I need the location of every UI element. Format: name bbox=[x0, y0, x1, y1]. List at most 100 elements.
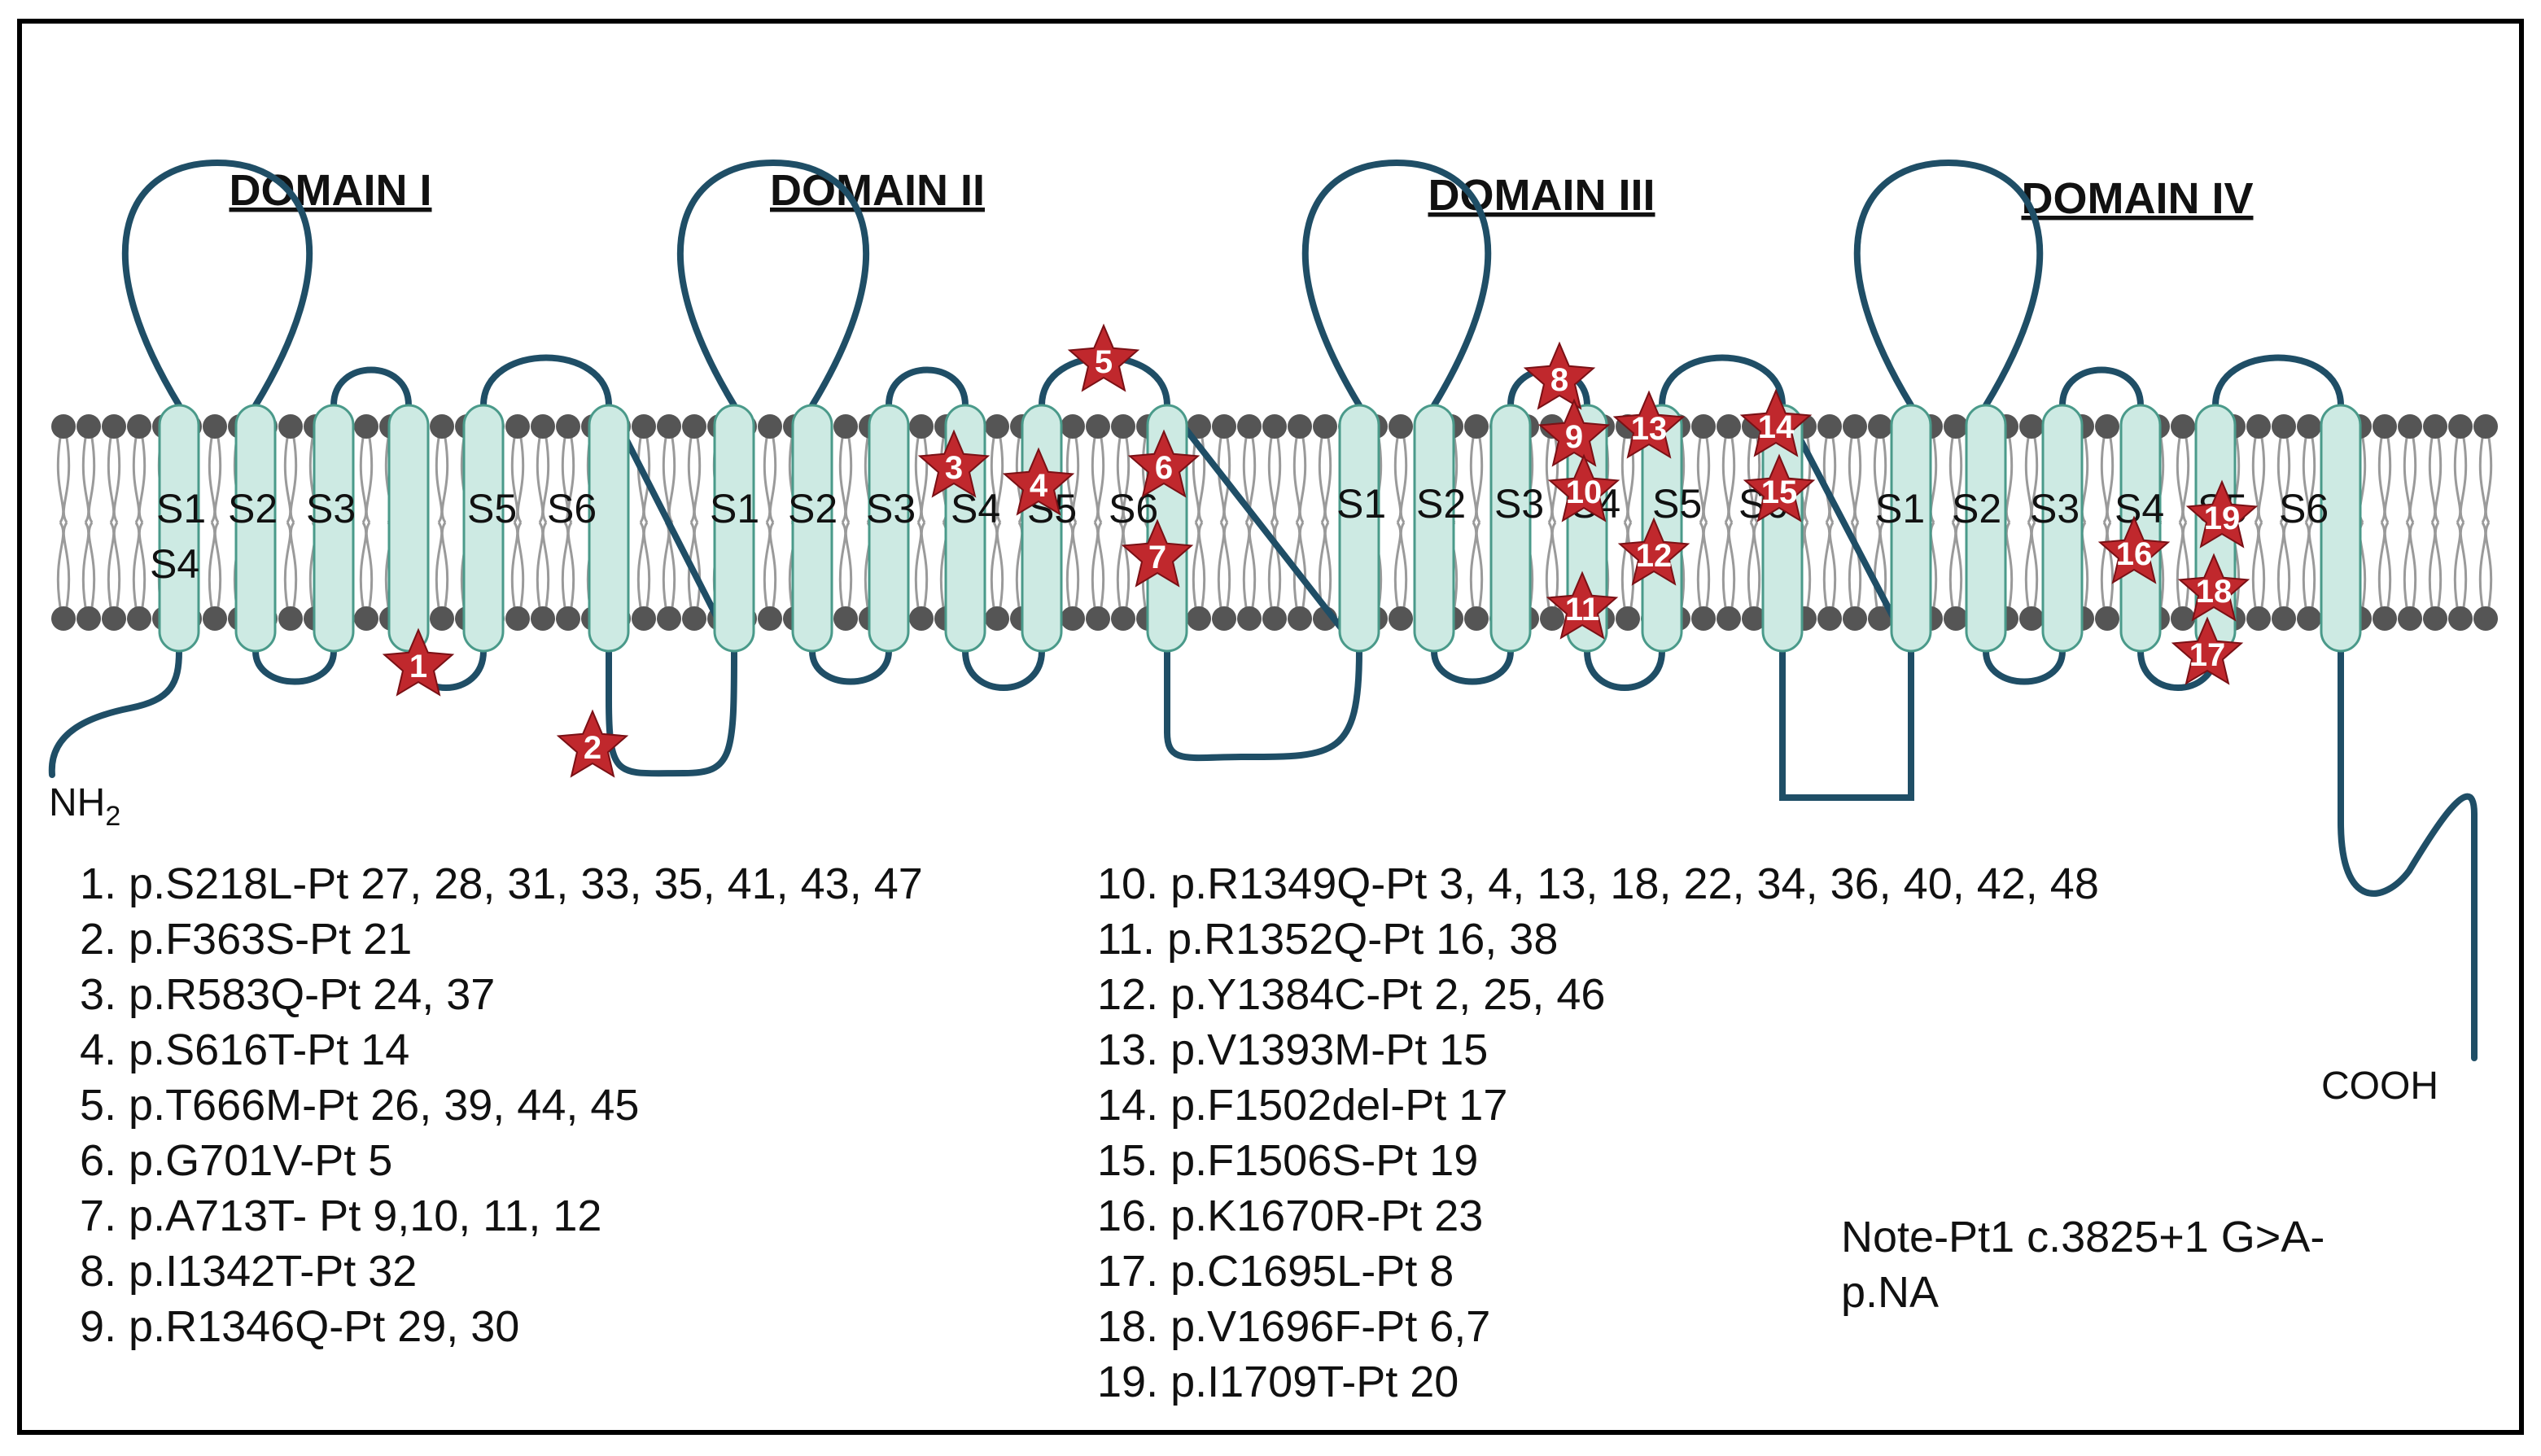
variant-star-number: 7 bbox=[1148, 540, 1166, 575]
helix bbox=[313, 404, 355, 653]
segment-labels: S1S2S3S4S5S6S1S2S3S4S5S6S1S2S3S4S5S6S1S2… bbox=[150, 481, 2329, 587]
lipid-tail bbox=[1192, 522, 1201, 608]
lipid-tail bbox=[62, 437, 71, 523]
variant-star-3 bbox=[917, 429, 991, 498]
lipid-head bbox=[1288, 414, 1312, 439]
legend-item: 4. p.S616T-Pt 14 bbox=[80, 1025, 409, 1074]
lipid-tail bbox=[289, 522, 298, 608]
variant-star-19 bbox=[2185, 479, 2259, 549]
lipid-tail bbox=[1822, 522, 1831, 608]
lipid-head bbox=[2171, 606, 2195, 631]
lipid-tail bbox=[1091, 522, 1100, 608]
legend-item: 2. p.F363S-Pt 21 bbox=[80, 915, 412, 964]
lipid-tail bbox=[1475, 437, 1484, 523]
lipid-head bbox=[2448, 606, 2473, 631]
variant-star-11 bbox=[1546, 571, 1619, 640]
segment-label: S6 bbox=[1109, 486, 1158, 531]
lipid-tail bbox=[1222, 522, 1231, 608]
lipid-tail bbox=[995, 522, 1004, 608]
lipid-tail bbox=[1948, 522, 1957, 608]
segment-label: S1 bbox=[156, 486, 206, 531]
lipid-head bbox=[2272, 414, 2296, 439]
lipid-head bbox=[1262, 606, 1287, 631]
lipid-head bbox=[758, 606, 782, 631]
lipid-tail bbox=[763, 437, 772, 523]
lipid-tail bbox=[2478, 437, 2487, 523]
lipid-tail bbox=[87, 437, 96, 523]
lipid-tail bbox=[693, 522, 702, 608]
lipid-tail bbox=[107, 522, 116, 608]
lipid-head bbox=[2398, 606, 2422, 631]
lipid-tail bbox=[213, 522, 222, 608]
lipid-tail bbox=[440, 437, 449, 523]
variant-star-6 bbox=[1127, 429, 1201, 498]
lipid-tail bbox=[1298, 437, 1307, 523]
lipid-head bbox=[833, 414, 858, 439]
lipid-tail bbox=[541, 437, 550, 523]
lipid-head bbox=[657, 414, 681, 439]
lipid-head bbox=[1212, 414, 1236, 439]
lipid-head bbox=[1817, 414, 1842, 439]
lipid-tail bbox=[1696, 522, 1705, 608]
lipid-head bbox=[2473, 606, 2498, 631]
lipid-tail bbox=[2428, 437, 2437, 523]
lipid-tail bbox=[516, 522, 525, 608]
lipid-head bbox=[102, 414, 126, 439]
lipid-tail bbox=[1721, 437, 1730, 523]
lipid-head bbox=[682, 606, 706, 631]
legend-item: 18. p.V1696F-Pt 6,7 bbox=[1097, 1302, 1490, 1351]
lipid-head bbox=[430, 606, 454, 631]
legend-item: 17. p.C1695L-Pt 8 bbox=[1097, 1247, 1454, 1296]
variant-star-number: 17 bbox=[2189, 637, 2226, 673]
lipid-tail bbox=[1873, 522, 1882, 608]
lipid-head bbox=[1540, 606, 1564, 631]
lipid-tail bbox=[2453, 437, 2462, 523]
lipid-tail bbox=[1065, 522, 1074, 608]
lipid-tail bbox=[536, 522, 544, 608]
lipid-head bbox=[1691, 606, 1716, 631]
lipid-tail bbox=[1071, 522, 1080, 608]
lipid-tail bbox=[566, 522, 575, 608]
segment-label: S5 bbox=[467, 486, 517, 531]
lipid-tail bbox=[1399, 437, 1408, 523]
lipid-head bbox=[985, 606, 1009, 631]
variant-star-number: 5 bbox=[1095, 344, 1113, 380]
variant-star-13 bbox=[1612, 390, 1686, 459]
lipid-tail bbox=[536, 437, 544, 523]
variant-star-1 bbox=[382, 627, 455, 697]
lipid-head bbox=[2297, 414, 2321, 439]
lipid-head bbox=[430, 414, 454, 439]
lipid-tail bbox=[2106, 437, 2115, 523]
lipid-head bbox=[1817, 606, 1842, 631]
lipid-tail bbox=[213, 437, 222, 523]
lipid-tail bbox=[1747, 522, 1756, 608]
lipid-tail bbox=[516, 437, 525, 523]
lipid-tail bbox=[636, 437, 645, 523]
lipid-head bbox=[1237, 606, 1262, 631]
segment-label: S1 bbox=[710, 486, 759, 531]
lipid-head bbox=[2246, 414, 2271, 439]
segment-label: S3 bbox=[306, 486, 356, 531]
segment-label: S6 bbox=[547, 486, 597, 531]
lipid-head bbox=[1843, 606, 1867, 631]
lipid-tail bbox=[838, 522, 847, 608]
helix bbox=[1890, 404, 1932, 653]
legend-item: 7. p.A713T- Pt 9,10, 11, 12 bbox=[80, 1191, 601, 1240]
variant-star-12 bbox=[1617, 517, 1690, 586]
lipid-head bbox=[1086, 414, 1110, 439]
lipid-tail bbox=[566, 437, 575, 523]
variant-star-number: 3 bbox=[945, 450, 963, 486]
variant-star-9 bbox=[1537, 398, 1611, 467]
lipid-tail bbox=[561, 437, 570, 523]
lipid-head bbox=[2171, 414, 2195, 439]
lipid-tail bbox=[510, 437, 519, 523]
legend-item: 8. p.I1342T-Pt 32 bbox=[80, 1247, 417, 1296]
segment-label: S3 bbox=[2030, 486, 2080, 531]
lipid-tail bbox=[1803, 522, 1812, 608]
lipid-tail bbox=[1550, 522, 1559, 608]
variant-legend-right: 10. p.R1349Q-Pt 3, 4, 13, 18, 22, 34, 36… bbox=[1097, 859, 2099, 1406]
lipid-head bbox=[632, 606, 656, 631]
variant-star-number: 2 bbox=[584, 730, 601, 766]
lipid-tail bbox=[208, 437, 216, 523]
lipid-tail bbox=[667, 437, 676, 523]
